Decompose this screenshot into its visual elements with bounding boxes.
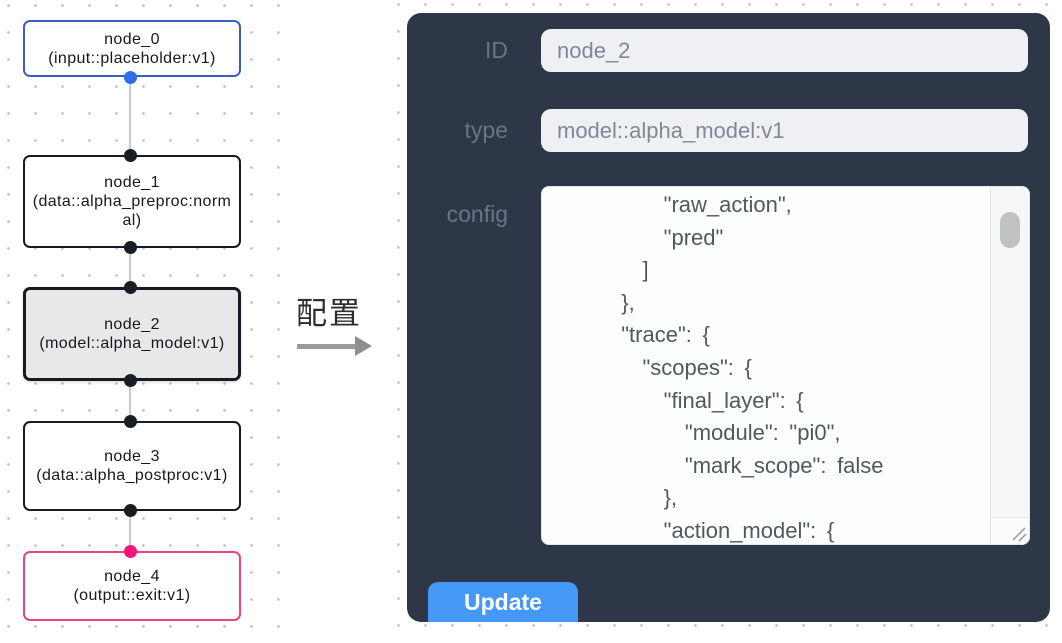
port-node_2-output[interactable] <box>124 374 137 387</box>
port-node_3-output[interactable] <box>124 504 137 517</box>
arrow-shaft <box>297 344 355 349</box>
arrow-head <box>355 336 372 356</box>
flow-node-node_1[interactable]: node_1 (data::alpha_preproc:normal) <box>23 155 241 248</box>
node-type: (output::exit:v1) <box>73 587 191 604</box>
node-type: (data::alpha_preproc:normal) <box>32 193 232 229</box>
type-input[interactable]: model::alpha_model:v1 <box>541 109 1028 152</box>
configure-arrow-icon <box>297 336 381 356</box>
edge-node0-node1 <box>129 77 131 156</box>
resize-grip-icon[interactable] <box>1009 524 1027 542</box>
node-type: (input::placeholder:v1) <box>48 49 216 67</box>
config-textarea[interactable]: "raw_action", "pred" ] }, "trace": { "sc… <box>541 186 1030 545</box>
flow-node-node_0[interactable]: node_0 (input::placeholder:v1) <box>23 20 241 77</box>
scrollbar-thumb[interactable] <box>1000 212 1020 248</box>
node-name: node_1 <box>104 174 160 191</box>
id-field-label: ID <box>485 37 508 63</box>
node-type: (data::alpha_postproc:v1) <box>36 467 228 484</box>
configure-annotation-label: 配置 <box>296 296 362 331</box>
config-field-label: config <box>446 201 508 227</box>
type-field-label: type <box>464 117 508 143</box>
update-button[interactable]: Update <box>428 582 578 622</box>
flow-node-node_2-selected[interactable]: node_2 (model::alpha_model:v1) <box>23 287 241 381</box>
node-name: node_0 <box>104 30 160 48</box>
port-node_2-input[interactable] <box>124 281 137 294</box>
node-name: node_3 <box>104 448 160 465</box>
node-name: node_2 <box>104 316 160 333</box>
edge-node1-node2 <box>129 247 131 288</box>
edge-node3-node4 <box>129 510 131 552</box>
port-node_1-input[interactable] <box>124 149 137 162</box>
node-type: (model::alpha_model:v1) <box>39 335 225 352</box>
port-node_4-input[interactable] <box>124 545 137 558</box>
id-input[interactable]: node_2 <box>541 29 1028 72</box>
edge-node2-node3 <box>129 380 131 422</box>
flow-node-node_4[interactable]: node_4 (output::exit:v1) <box>23 551 241 621</box>
config-json-text[interactable]: "raw_action", "pred" ] }, "trace": { "sc… <box>621 192 884 543</box>
node-name: node_4 <box>104 568 160 585</box>
port-node_0-output[interactable] <box>124 71 137 84</box>
port-node_1-output[interactable] <box>124 241 137 254</box>
node-config-panel: ID node_2 type model::alpha_model:v1 con… <box>407 13 1050 622</box>
config-vertical-scrollbar[interactable] <box>990 187 1029 518</box>
scrollbar-corner <box>990 517 1029 544</box>
flow-node-node_3[interactable]: node_3 (data::alpha_postproc:v1) <box>23 421 241 511</box>
port-node_3-input[interactable] <box>124 415 137 428</box>
